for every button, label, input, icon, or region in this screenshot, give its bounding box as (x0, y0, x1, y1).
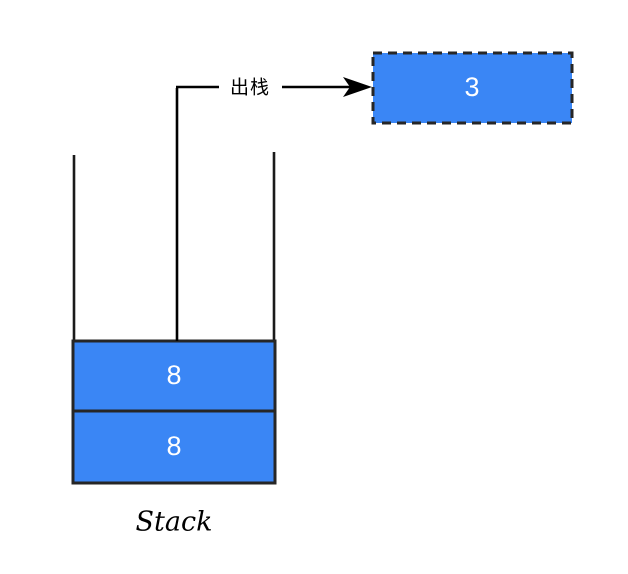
popped-node-rect[interactable] (371, 51, 574, 125)
edge-label-pop: 出栈 (230, 77, 270, 99)
stack-cell-top[interactable]: 8 (71, 339, 277, 413)
stack-caption: Stack (136, 507, 213, 538)
stack-cell-top-rect[interactable] (71, 339, 277, 413)
stack-cell-bottom-value: 8 (166, 431, 181, 461)
popped-node-value: 3 (464, 72, 479, 102)
stack-cell-top-value: 8 (166, 360, 181, 390)
stack-cell-bottom-rect[interactable] (71, 409, 277, 485)
stack-cell-bottom[interactable]: 8 (71, 409, 277, 485)
edge-arrowhead-icon (343, 77, 372, 97)
popped-node[interactable]: 3 (371, 51, 574, 125)
